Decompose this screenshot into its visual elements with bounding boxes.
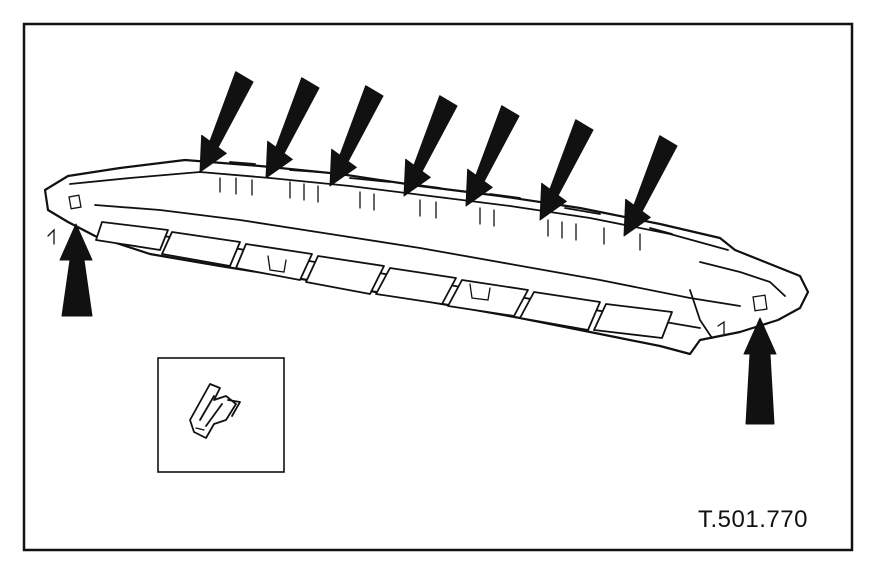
clip-detail-inset [157,357,285,473]
arrow-down-icon [265,77,320,179]
arrow-down-icon [329,85,384,187]
diagram-frame [22,22,854,552]
arrows-bottom [59,223,777,425]
arrow-down-icon [403,95,458,197]
arrow-up-icon [59,223,93,317]
tick-marks [219,177,641,251]
arrow-down-icon [199,71,254,173]
arrow-down-icon [623,135,678,237]
panel-openings [95,221,673,339]
trim-panel [43,158,810,356]
reference-code: T.501.770 [698,506,808,533]
arrows-top [199,71,678,237]
arrow-up-icon [743,317,777,425]
arrow-down-icon [465,105,520,207]
arrow-down-icon [539,119,594,221]
clip-icon [189,383,241,439]
